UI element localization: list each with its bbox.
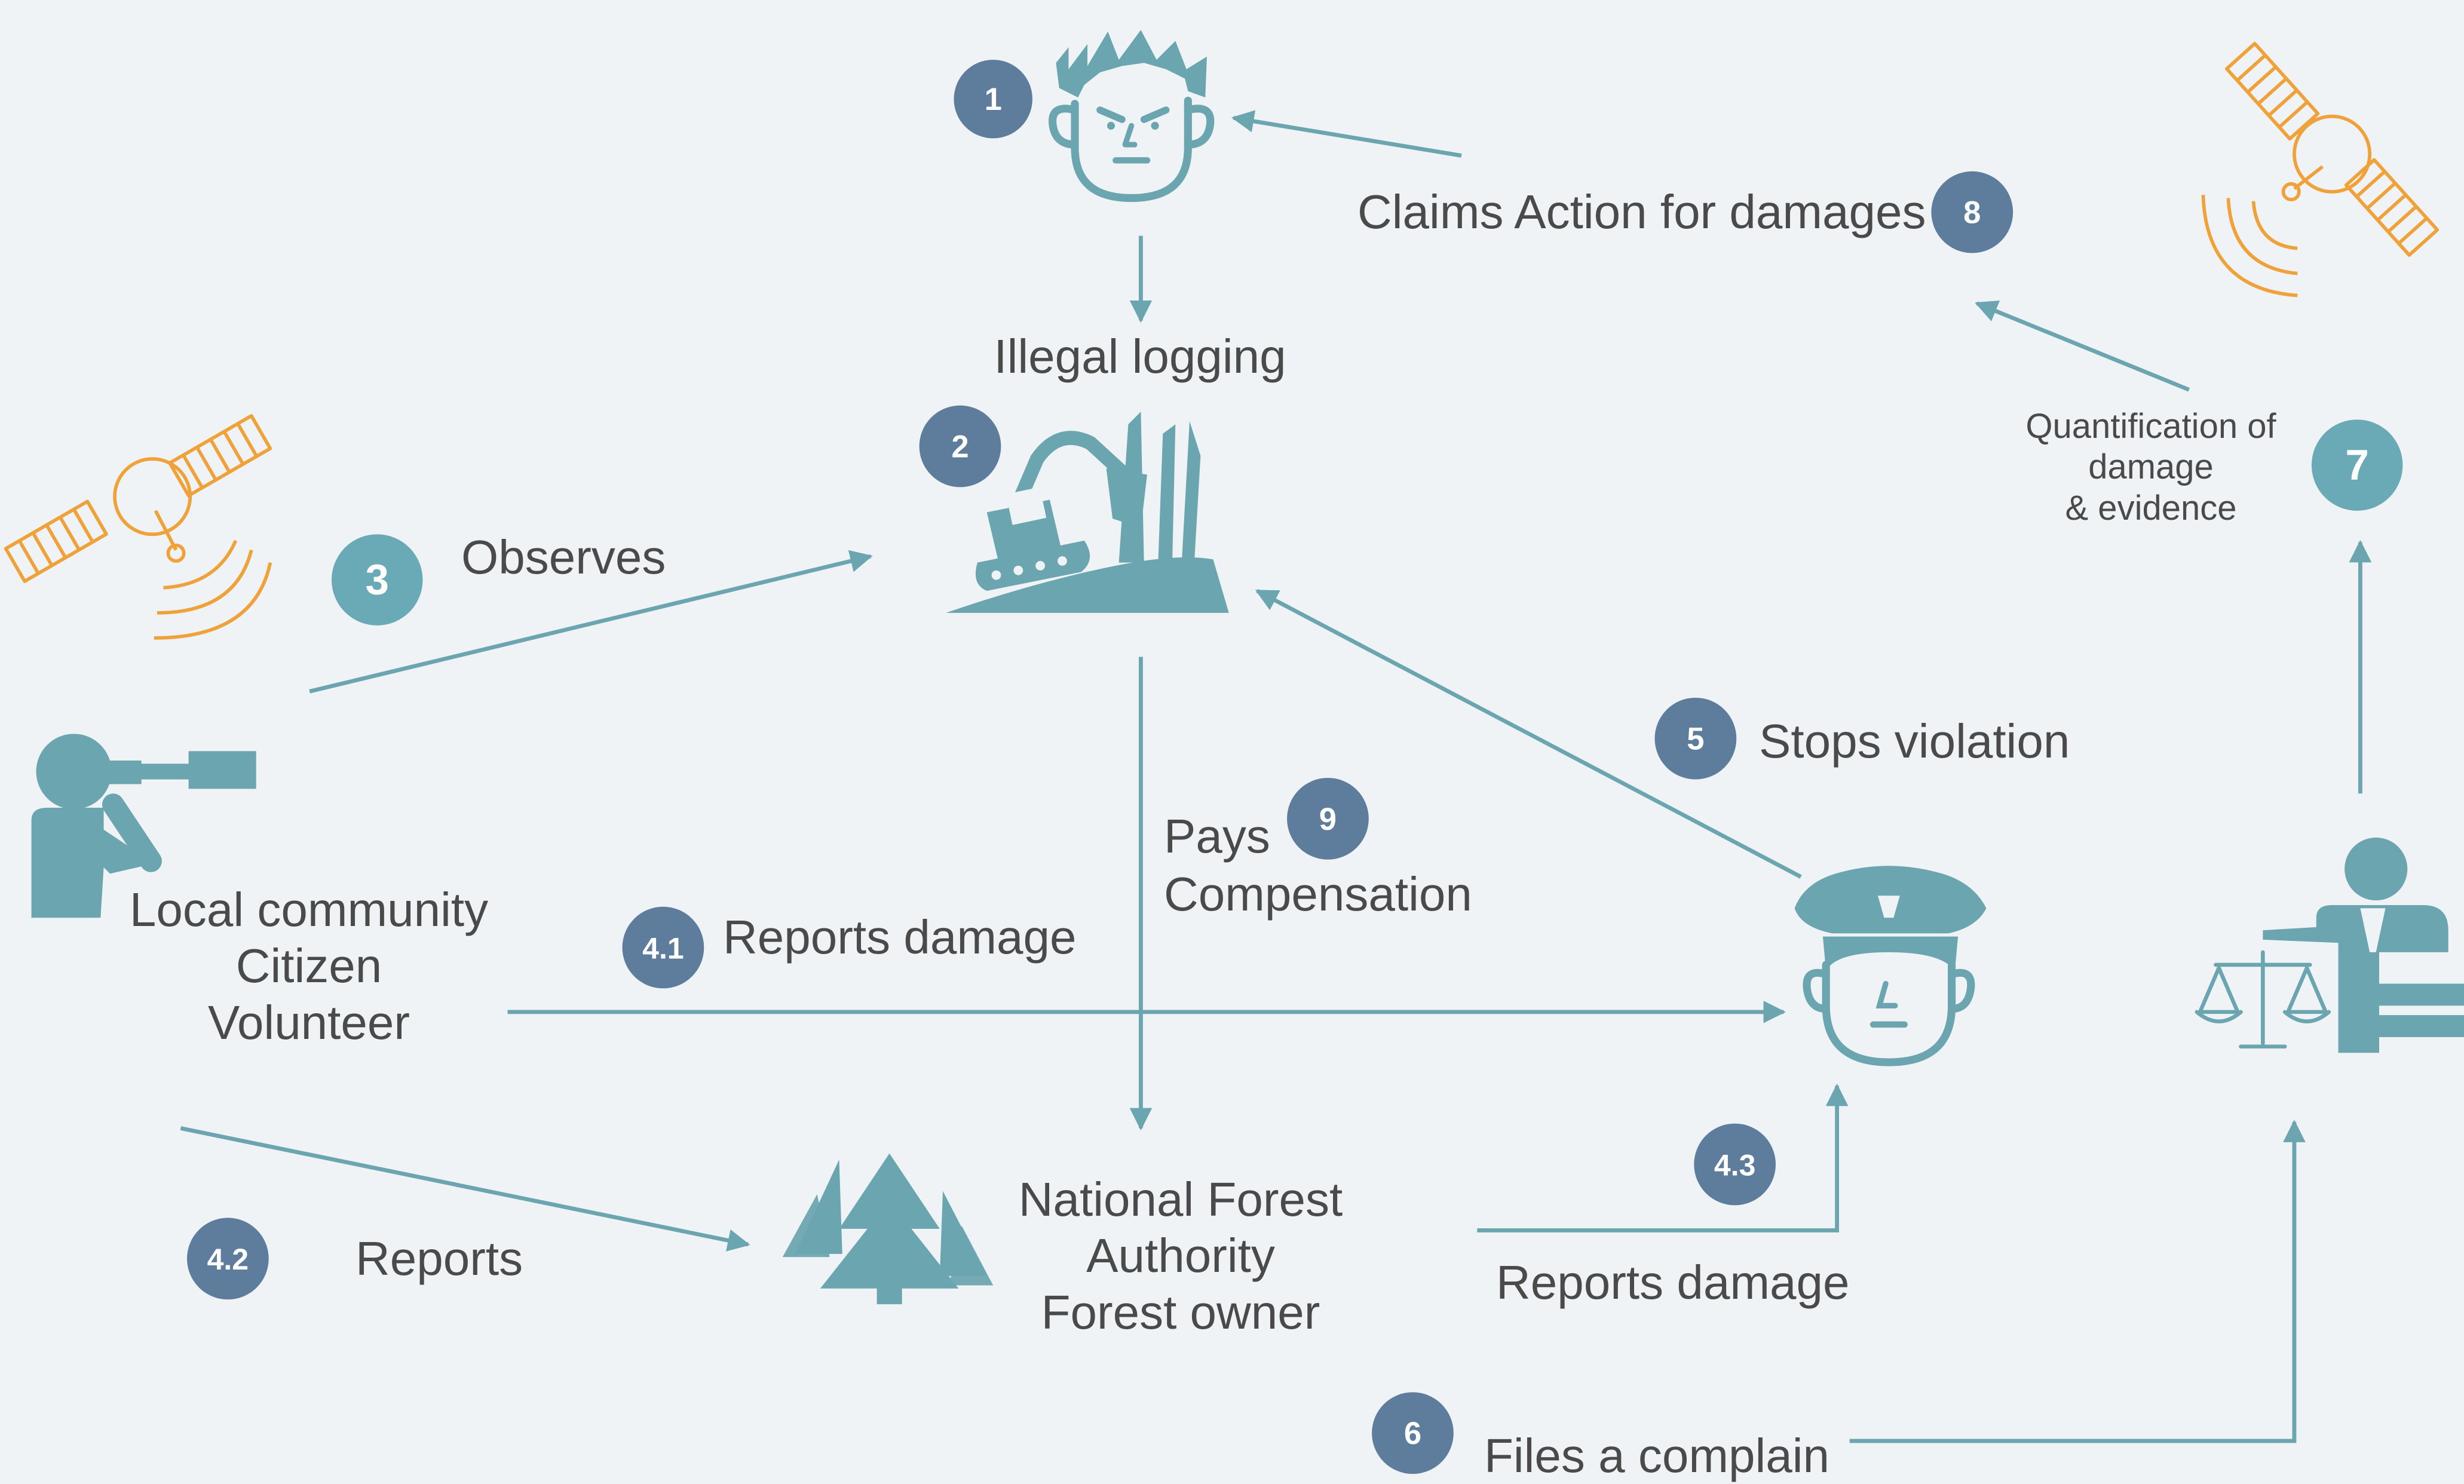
svg-text:6: 6 bbox=[1404, 1416, 1421, 1451]
svg-text:2: 2 bbox=[951, 429, 969, 464]
scales-of-justice-icon bbox=[2195, 837, 2464, 1053]
forest-authority-line-1: National Forest bbox=[1018, 1173, 1343, 1226]
svg-text:8: 8 bbox=[1963, 195, 1981, 231]
quantification-label: Quantification of damage & evidence bbox=[2025, 406, 2276, 529]
svg-text:4.1: 4.1 bbox=[642, 931, 684, 965]
forest-authority-line-2: Authority bbox=[1086, 1229, 1275, 1283]
arrow-claims-to-offender bbox=[1231, 110, 1462, 158]
arrow-quantification-to-claims bbox=[1975, 301, 2190, 392]
community-line-3: Volunteer bbox=[207, 995, 410, 1049]
badge-4-2: 4.2 bbox=[186, 1218, 269, 1300]
badge-5: 5 bbox=[1654, 697, 1737, 780]
arrow-reports-42 bbox=[180, 1126, 750, 1252]
badge-4-3: 4.3 bbox=[1694, 1123, 1776, 1206]
badge-4-1: 4.1 bbox=[622, 906, 704, 989]
forest-authority-line-3: Forest owner bbox=[1041, 1285, 1320, 1339]
svg-text:1: 1 bbox=[985, 82, 1002, 117]
badge-6: 6 bbox=[1372, 1392, 1454, 1474]
badge-9: 9 bbox=[1287, 777, 1369, 860]
reports-damage-41-label: Reports damage bbox=[723, 910, 1077, 964]
svg-text:4.2: 4.2 bbox=[207, 1243, 249, 1276]
reports-label: Reports bbox=[355, 1232, 523, 1285]
pays-label: Pays bbox=[1164, 810, 1270, 863]
community-label: Local community Citizen Volunteer bbox=[130, 882, 488, 1051]
community-line-2: Citizen bbox=[235, 939, 382, 993]
quantification-line-3: & evidence bbox=[2065, 488, 2237, 528]
badge-7: 7 bbox=[2311, 419, 2403, 511]
svg-text:9: 9 bbox=[1319, 802, 1337, 837]
stops-violation-label: Stops violation bbox=[1759, 715, 2070, 768]
compensation-label: Compensation bbox=[1164, 867, 1472, 921]
forest-authority-label: National Forest Authority Forest owner bbox=[1019, 1172, 1343, 1341]
pine-trees-icon bbox=[782, 1153, 994, 1305]
arrow-stops-violation bbox=[1255, 588, 1802, 879]
quantification-line-1: Quantification of bbox=[2025, 407, 2276, 446]
arrow-reports-damage-43 bbox=[1477, 1083, 1849, 1232]
satellite-icon bbox=[4, 414, 272, 640]
reports-damage-43-label: Reports damage bbox=[1496, 1256, 1850, 1309]
svg-text:5: 5 bbox=[1687, 722, 1704, 757]
arrow-observes bbox=[309, 550, 873, 694]
svg-text:7: 7 bbox=[2345, 441, 2369, 489]
excavator-icon bbox=[946, 412, 1229, 613]
illegal-logging-label: Illegal logging bbox=[994, 330, 1286, 383]
badge-3: 3 bbox=[331, 534, 423, 626]
binoculars-person-icon bbox=[31, 734, 256, 918]
satellite-icon bbox=[2201, 41, 2440, 298]
badge-1: 1 bbox=[954, 60, 1032, 139]
flow-arrows bbox=[180, 110, 2372, 1443]
community-line-1: Local community bbox=[129, 883, 489, 936]
observes-label: Observes bbox=[461, 531, 666, 584]
badge-8: 8 bbox=[1931, 171, 2014, 253]
claims-action-label: Claims Action for damages bbox=[1357, 185, 1926, 238]
svg-text:3: 3 bbox=[365, 556, 389, 603]
badge-2: 2 bbox=[919, 405, 1001, 487]
svg-text:4.3: 4.3 bbox=[1714, 1148, 1755, 1182]
quantification-line-2: damage bbox=[2088, 447, 2214, 487]
angry-face-icon bbox=[1049, 30, 1215, 203]
police-officer-icon bbox=[1794, 866, 1987, 1066]
files-complain-label: Files a complain bbox=[1484, 1429, 1830, 1482]
arrow-files-complain bbox=[1849, 1120, 2306, 1443]
